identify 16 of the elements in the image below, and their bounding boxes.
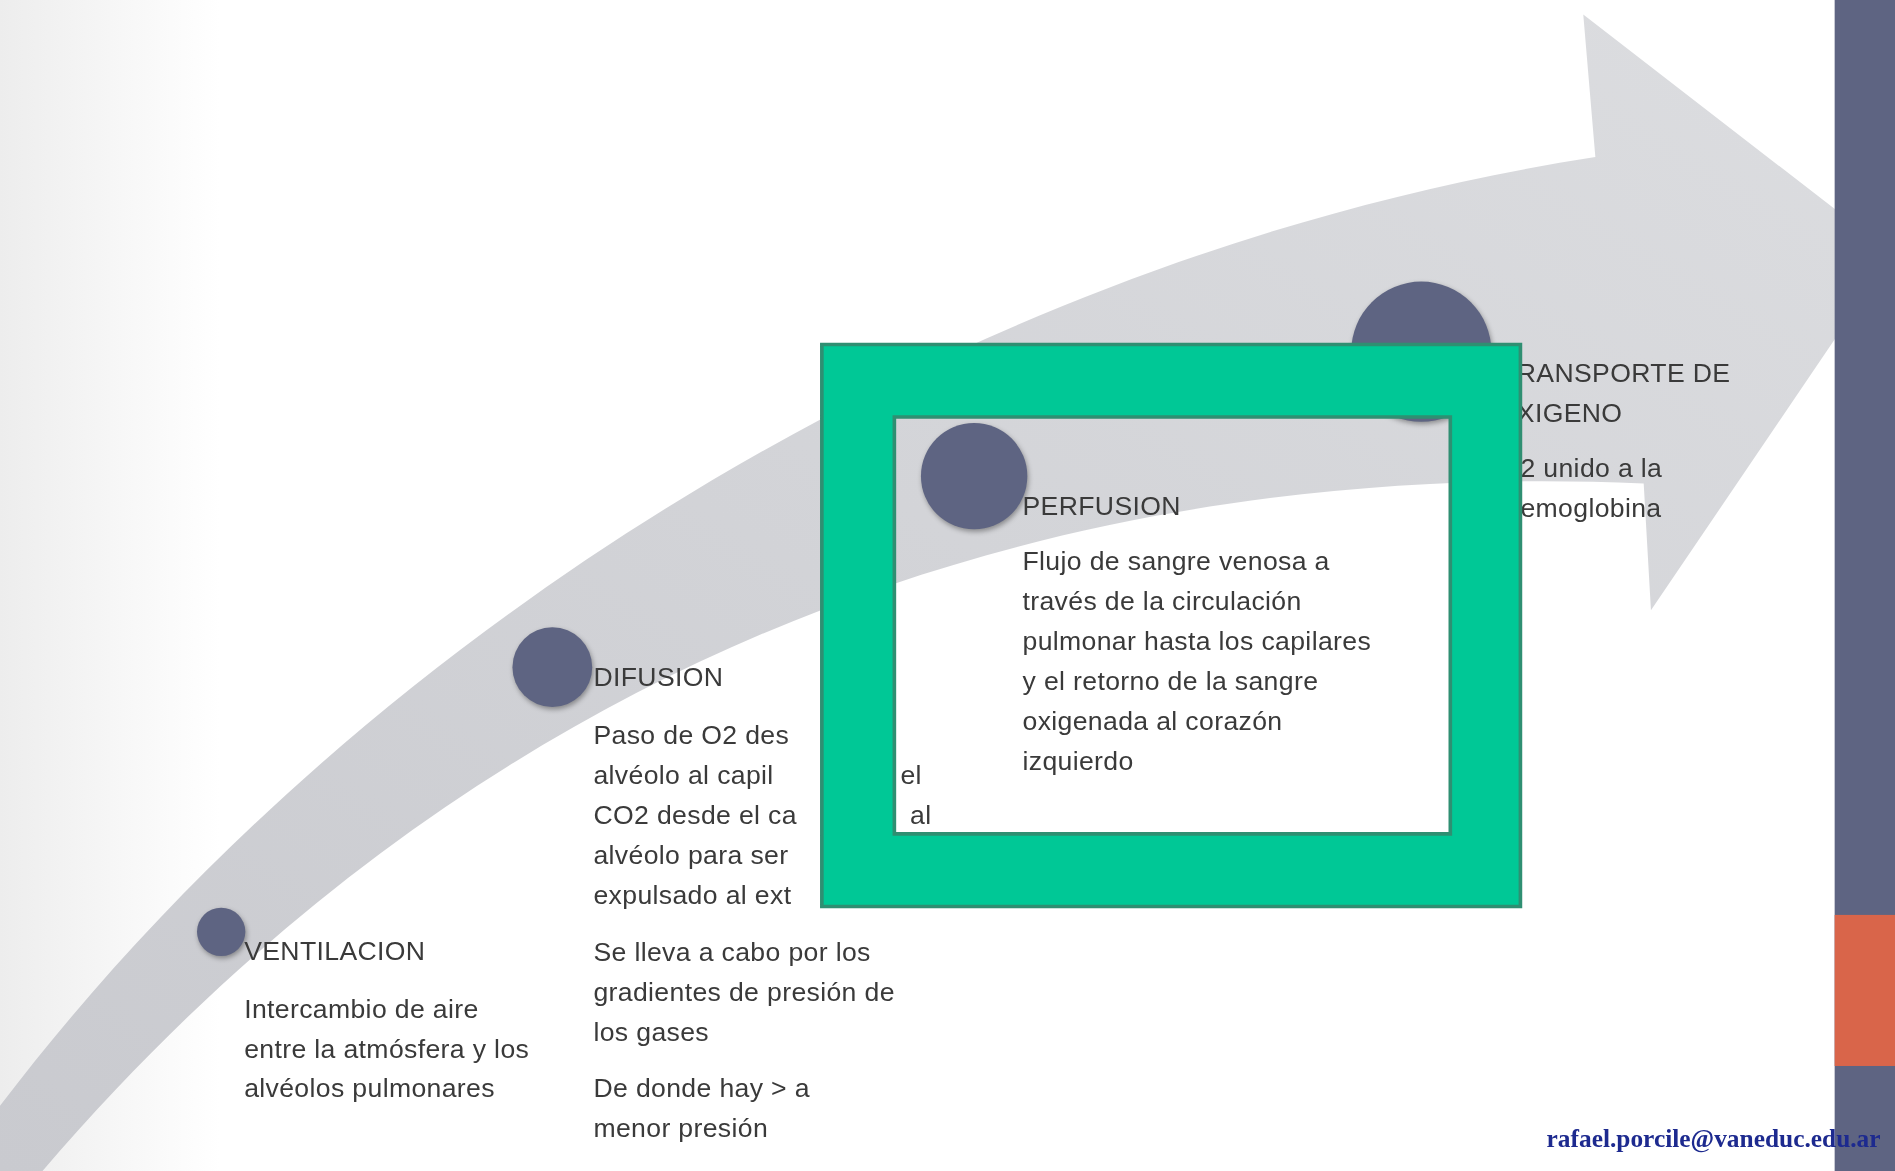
stage-heading: PERFUSION <box>1022 489 1182 523</box>
stage-heading: RANSPORTE DE XIGENO <box>1516 356 1732 430</box>
stage-heading: DIFUSION <box>593 661 725 695</box>
stage-heading: VENTILACION <box>244 934 427 968</box>
stage-description: alvéolo para ser <box>593 839 789 873</box>
stage-description: expulsado al ext <box>593 878 792 913</box>
text-fragment: el <box>900 759 922 793</box>
stage-description: Paso de O2 des <box>593 719 790 753</box>
stage-description: De donde hay > a menor presión <box>593 1072 811 1146</box>
stage-description: CO2 desde el ca <box>593 799 797 833</box>
stage-description: 2 unido a la emoglobina <box>1520 452 1664 526</box>
text-fragment: al <box>910 799 932 833</box>
stage-description: Intercambio de aire entre la atmósfera y los alvéolos pulmonares <box>244 992 531 1106</box>
stage-description: alvéolo al capil <box>593 759 774 793</box>
stage-description: Flujo de sangre venosa a través de la circulación pulmonar hasta los capilares y el retorno de la sangre oxigenada al corazón izquierdo <box>1022 545 1373 778</box>
stage-description: Se lleva a cabo por los gradientes de presión de los gases <box>593 935 896 1049</box>
